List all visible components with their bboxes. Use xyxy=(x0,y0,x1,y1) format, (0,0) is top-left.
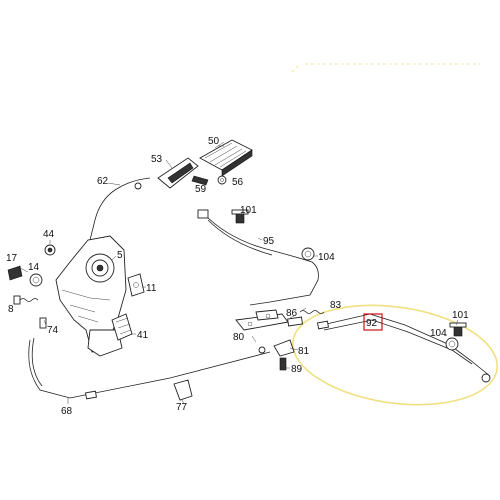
label-74: 74 xyxy=(47,325,59,336)
part-14-bushing xyxy=(29,273,43,287)
part-11-bracket xyxy=(127,273,145,297)
selection-marker xyxy=(363,313,383,331)
part-74-clip xyxy=(39,317,47,329)
part-8-spring xyxy=(13,295,39,305)
label-101-upper: 101 xyxy=(240,205,257,216)
label-104-upper: 104 xyxy=(318,252,335,263)
label-104-lower: 104 xyxy=(430,328,447,339)
part-92-cable xyxy=(321,313,491,377)
label-41: 41 xyxy=(137,330,149,341)
part-59-screw xyxy=(191,175,209,186)
label-95: 95 xyxy=(263,236,275,247)
label-56: 56 xyxy=(232,177,244,188)
label-89: 89 xyxy=(291,364,303,375)
part-17-spring xyxy=(7,265,23,281)
part-101-bolt-lower xyxy=(449,322,467,337)
label-17: 17 xyxy=(6,253,18,264)
part-44-clip xyxy=(44,244,56,256)
part-80-equalizer xyxy=(235,309,289,331)
label-80: 80 xyxy=(233,332,245,343)
part-86-clip xyxy=(287,316,303,327)
part-53-pedal-lever xyxy=(157,157,199,189)
label-44: 44 xyxy=(43,229,55,240)
label-5: 5 xyxy=(117,250,123,261)
label-50: 50 xyxy=(208,136,220,147)
label-83: 83 xyxy=(330,300,342,311)
region-boundary xyxy=(291,63,480,73)
label-53: 53 xyxy=(151,154,163,165)
label-59: 59 xyxy=(195,184,207,195)
leader-lines xyxy=(43,145,459,405)
label-8: 8 xyxy=(8,304,14,315)
label-101-lower: 101 xyxy=(452,310,469,321)
highlight-ellipse xyxy=(291,304,499,406)
label-77: 77 xyxy=(176,402,188,413)
label-86: 86 xyxy=(286,308,298,319)
part-81-lever xyxy=(273,339,295,357)
part-95-cable xyxy=(204,214,319,306)
part-77-bracket xyxy=(173,379,193,401)
label-92: 92 xyxy=(366,318,378,329)
part-89-bolt xyxy=(279,357,287,371)
label-62: 62 xyxy=(97,176,109,187)
part-101-bolt-upper xyxy=(231,209,249,224)
label-11: 11 xyxy=(146,283,157,294)
label-68: 68 xyxy=(61,406,73,417)
part-104-grommet-lower xyxy=(445,337,459,351)
part-104-grommet-upper xyxy=(301,247,315,261)
label-81: 81 xyxy=(298,346,310,357)
part-68-front-cable xyxy=(28,339,271,399)
label-14: 14 xyxy=(28,262,40,273)
part-83-spring xyxy=(299,310,325,314)
part-62-release-cable xyxy=(89,177,151,241)
part-5-pedal-assembly xyxy=(55,235,127,357)
part-56-nut xyxy=(217,175,227,185)
